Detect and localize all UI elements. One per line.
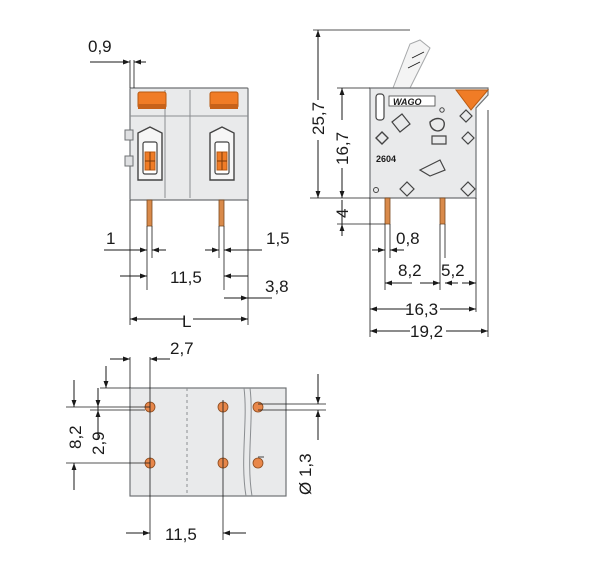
dim-8-2-footprint: 8,2	[66, 425, 85, 449]
front-pin-2	[218, 199, 225, 227]
dim-L: L	[182, 312, 191, 331]
series-label: 2604	[376, 154, 396, 164]
dim-0-9: 0,9	[88, 37, 112, 56]
hole-3	[252, 401, 264, 413]
side-pin-2	[439, 197, 446, 225]
dim-16-3: 16,3	[405, 300, 438, 319]
dim-8-2-side: 8,2	[398, 261, 422, 280]
dim-16-7: 16,7	[333, 132, 352, 165]
dim-5-2: 5,2	[441, 261, 465, 280]
brand-label: WAGO	[393, 97, 422, 107]
front-pin-1	[146, 199, 153, 227]
dim-3-8: 3,8	[265, 277, 289, 296]
front-entry-2	[209, 126, 235, 181]
side-pin-1	[384, 197, 391, 225]
side-actuator	[455, 89, 490, 111]
dim-11-5-front: 11,5	[170, 268, 202, 287]
front-entry-1	[137, 126, 163, 181]
dim-4: 4	[333, 209, 352, 218]
dim-hole-diameter: Ø 1,3	[296, 453, 315, 495]
footprint-view: 2,7 8,2 2,9 Ø 1,3 11,5	[66, 339, 326, 544]
hole-6	[252, 457, 264, 469]
dim-1: 1	[106, 229, 115, 248]
dim-0-8: 0,8	[396, 229, 420, 248]
dim-2-7: 2,7	[170, 339, 194, 358]
dim-11-5-footprint: 11,5	[165, 525, 197, 544]
dim-1-5: 1,5	[266, 229, 290, 248]
dim-2-9: 2,9	[89, 431, 108, 455]
side-view: WAGO 2604 25,7 16,7	[309, 29, 490, 341]
dim-19-2: 19,2	[410, 322, 443, 341]
front-view: 0,9 1 1,5 11,5 3,8 L	[88, 37, 290, 331]
front-latch	[124, 129, 134, 141]
dim-25-7: 25,7	[309, 102, 328, 135]
